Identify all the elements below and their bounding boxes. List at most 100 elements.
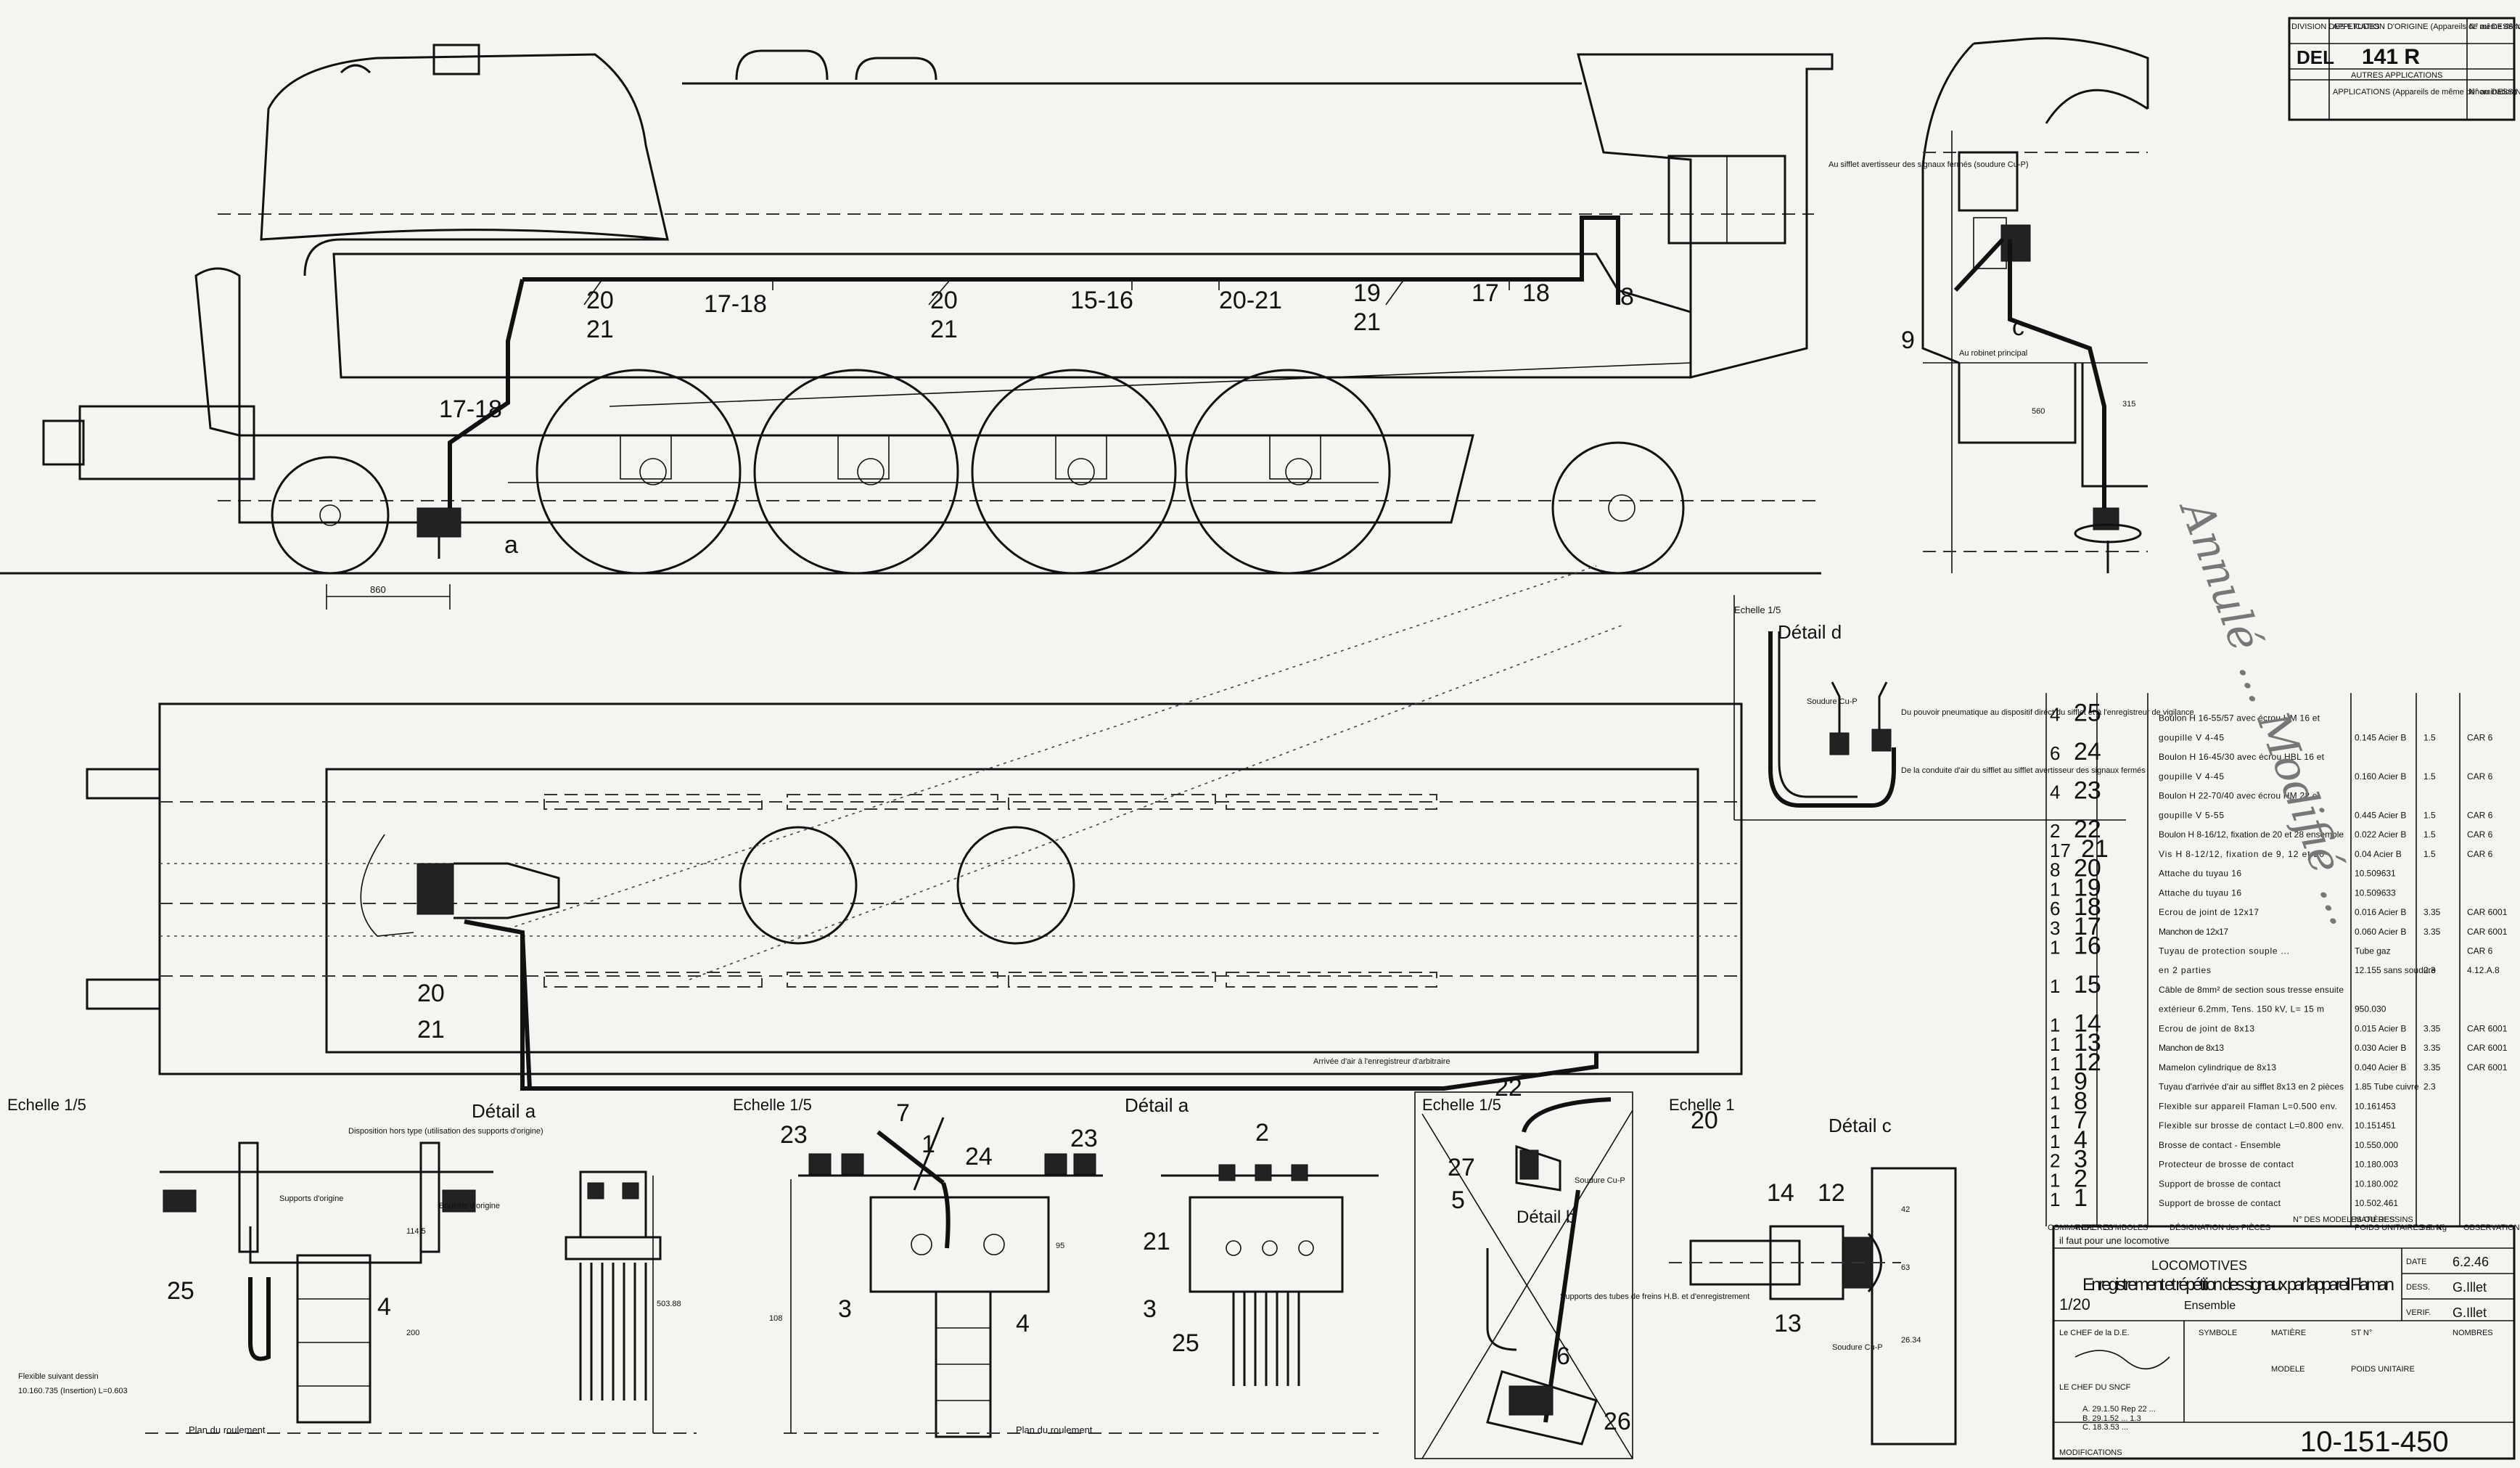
part-desc: goupille V 4-45 (2159, 771, 2224, 782)
part-desc: goupille V 4-45 (2159, 732, 2224, 742)
tb-scale: 1/20 (2059, 1295, 2090, 1313)
col-poids: POIDS UNITAIRES en Kg (2355, 1223, 2447, 1232)
part-spec: 0.160 Acier B (2355, 771, 2406, 782)
detail-a-right-callout-23b: 23 (1070, 1125, 1098, 1152)
part-qty: 1 (2050, 1033, 2060, 1055)
tb-chief-label: Le CHEF de la D.E. (2059, 1329, 2130, 1337)
col-modeles: N° DES MODELES OU DESSINS (2293, 1215, 2413, 1224)
tb-mod-note-1: B. 29.1.52 ... 1.3 (2082, 1414, 2141, 1423)
title-block: DIVISION DES ETUDES APPLICATION D'ORIGIN… (2052, 17, 2520, 1460)
part-ref: 17 (2074, 913, 2101, 940)
detail-a-left-label-2: Boulons d'origine (439, 1202, 500, 1210)
part-qty: 2 (2050, 820, 2060, 842)
part-desc: Ecrou de joint de 8x13 (2159, 1023, 2254, 1033)
col-st: S.T. N° (2420, 1223, 2445, 1232)
part-s: 3.35 (2423, 1043, 2441, 1053)
part-qty: 1 (2050, 1014, 2060, 1036)
part-ref: 3 (2074, 1146, 2088, 1173)
plan-callout-20b: 20 (1691, 1107, 1718, 1134)
part-s: 3.35 (2423, 907, 2441, 917)
tb-drawn: G.Illet (2453, 1280, 2487, 1295)
elev-callout-15-16: 15-16 (1070, 287, 1133, 314)
part-desc: Protecteur de brosse de contact (2159, 1160, 2294, 1170)
detail-a-right: Echelle 1/5 Détail a 108 95 7 23 24 23 2… (733, 1094, 1379, 1438)
part-spec: 0.04 Acier B (2355, 849, 2402, 859)
detail-d-scale: Echelle 1/5 (1734, 604, 1781, 615)
front-dim-560: 560 (2032, 407, 2045, 416)
detail-a-right-callout-24: 24 (965, 1143, 993, 1170)
detail-c-scale: Echelle 1 (1669, 1096, 1735, 1114)
elevation-view: 860 20 21 17-18 20 21 15-16 20-21 19 21 … (0, 44, 1834, 610)
tb-count-note: il faut pour une locomotive (2059, 1235, 2170, 1246)
elev-callout-21b: 21 (930, 316, 958, 343)
tb-head-2: N° au DESSIN D'ENSEMBLE (2469, 22, 2520, 31)
detail-b: Echelle 1/5 Détail b 27 5 6 26 Soudure C… (1414, 1091, 1749, 1459)
detail-a-left-dim-2: 200 (406, 1329, 419, 1337)
part-n: CAR 6001 (2467, 907, 2508, 917)
elev-callout-20b: 20 (930, 287, 958, 314)
detail-a-right-callout-25: 25 (1172, 1329, 1199, 1357)
tb-series: DEL (2297, 46, 2334, 68)
detail-a-left: Echelle 1/5 Détail a Disposition hors ty… (7, 1096, 697, 1435)
part-ref: 25 (2074, 700, 2101, 727)
part-desc: Boulon H 16-55/57 avec écrou HM 16 et (2159, 713, 2320, 723)
part-spec: 950.030 (2355, 1004, 2386, 1014)
elev-callout-21c: 21 (1353, 308, 1381, 336)
elev-callout-a: a (504, 531, 518, 559)
part-spec: 12.155 sans soudure (2355, 965, 2436, 975)
detail-b-callout-26: 26 (1604, 1408, 1631, 1435)
handwritten-annotation: Annulé ... Modifié ... (2169, 491, 2371, 932)
detail-b-scale: Echelle 1/5 (1422, 1096, 1501, 1114)
col-obs: OBSERVATIONS (2463, 1223, 2520, 1232)
detail-c-dim-1: 42 (1901, 1205, 1910, 1214)
detail-a-left-callout-25: 25 (167, 1277, 194, 1305)
part-ref: 1 (2074, 1184, 2088, 1212)
part-n: CAR 6001 (2467, 1062, 2508, 1073)
part-n: 4.12.A.8 (2467, 965, 2500, 975)
part-s: 1.5 (2423, 771, 2436, 782)
part-spec: 0.016 Acier B (2355, 907, 2406, 917)
part-qty: 4 (2050, 782, 2060, 803)
tb-checked: G.Illet (2453, 1305, 2487, 1320)
part-desc: Vis H 8-12/12, fixation de 9, 12 et 20 (2159, 849, 2324, 859)
part-ref: 9 (2074, 1068, 2088, 1096)
part-desc: Attache du tuyau 16 (2159, 869, 2241, 879)
part-ref: 20 (2074, 855, 2101, 882)
part-spec: 0.030 Acier B (2355, 1043, 2406, 1053)
detail-c-title: Détail c (1829, 1115, 1892, 1136)
tb-foot-0: SYMBOLE (2199, 1329, 2237, 1337)
tb-head-4: APPLICATIONS (Appareils de même dénomina… (2333, 88, 2517, 97)
part-desc: Câble de 8mm² de section sous tresse ens… (2159, 985, 2344, 995)
detail-c-callout-12: 12 (1818, 1179, 1845, 1207)
detail-c: Echelle 1 Détail c Soudure Cu-P 42 63 26… (1669, 1096, 1957, 1446)
part-s: 3.35 (2423, 1023, 2441, 1033)
plan-callout-21: 21 (417, 1016, 445, 1043)
part-spec: Tube gaz (2355, 946, 2391, 956)
part-qty: 1 (2050, 1169, 2060, 1191)
tb-foot-2: ST N° (2351, 1329, 2372, 1337)
part-desc: Boulon H 22-70/40 avec écrou HM 22 et (2159, 791, 2320, 801)
tb-date: 6.2.46 (2453, 1255, 2489, 1269)
detail-a-left-label-1: Supports d'origine (279, 1194, 343, 1203)
part-ref: 24 (2074, 738, 2101, 766)
detail-a-left-title: Détail a (472, 1100, 536, 1122)
part-desc: Support de brosse de contact (2159, 1178, 2281, 1189)
part-desc: goupille V 5-55 (2159, 810, 2224, 820)
detail-a-right-callout-4: 4 (1016, 1310, 1030, 1337)
col-reperes: REPERES (2075, 1223, 2114, 1232)
tb-drawn-label: DESS. (2406, 1283, 2430, 1292)
elev-callout-17-18: 17-18 (704, 290, 767, 318)
part-qty: 4 (2050, 704, 2060, 726)
part-desc: Tuyau de protection souple ... (2159, 946, 2289, 956)
part-s: 1.5 (2423, 810, 2436, 820)
part-desc: Manchon de 12x17 (2159, 927, 2228, 937)
front-dim-315: 315 (2122, 400, 2135, 409)
elev-dim-860: 860 (370, 584, 386, 595)
elev-callout-19: 19 (1353, 279, 1381, 307)
detail-d-label-1: Soudure Cu-P (1807, 697, 1858, 706)
front-note-top: Au sifflet avertisseur des signaux fermé… (1829, 160, 2029, 169)
part-desc: Flexible sur appareil Flaman L=0.500 env… (2159, 1101, 2337, 1111)
part-ref: 16 (2074, 932, 2101, 959)
part-desc: Boulon H 16-45/30 avec écrou HBL 16 et (2159, 752, 2325, 762)
part-desc: Attache du tuyau 16 (2159, 887, 2241, 898)
